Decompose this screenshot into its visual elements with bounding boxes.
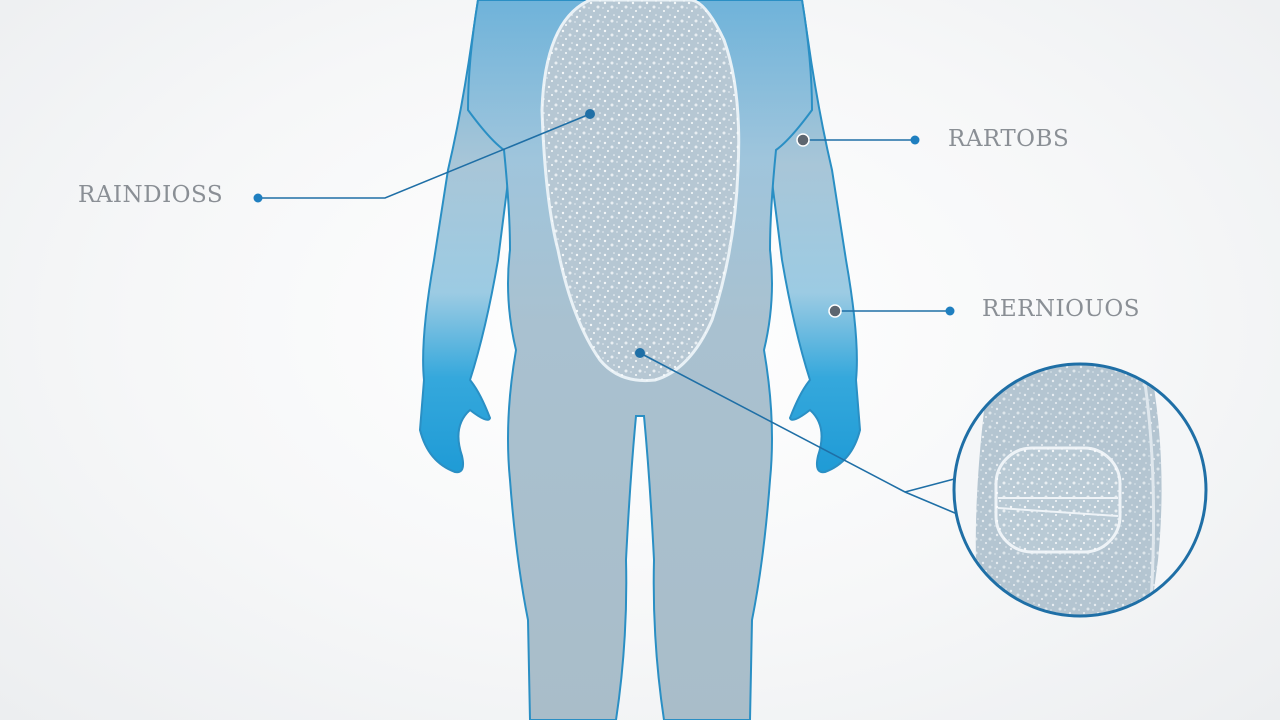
callout-label-mid-right: RERNIOUOS: [982, 296, 1140, 322]
callout-dot-torso: [585, 109, 595, 119]
callout-dot-lower-torso: [635, 348, 645, 358]
callout-dot-arm-mid: [828, 304, 842, 318]
callout-dots: [253, 109, 955, 358]
leader-lines: [258, 113, 963, 517]
callout-label-top-right: RARTOBS: [948, 126, 1070, 152]
callout-label-left: RAINDIOSS: [78, 182, 224, 208]
textured-skin-patch: [540, 0, 741, 383]
magnified-inset: [952, 362, 1208, 618]
callout-dot-arm-top: [796, 133, 810, 147]
leader-line-inset-b: [904, 477, 959, 493]
callout-dot-mid-right-end: [945, 306, 955, 316]
callout-dot-left-end: [253, 193, 263, 203]
callout-dot-top-right-end: [910, 135, 920, 145]
leader-line-left: [258, 113, 591, 199]
